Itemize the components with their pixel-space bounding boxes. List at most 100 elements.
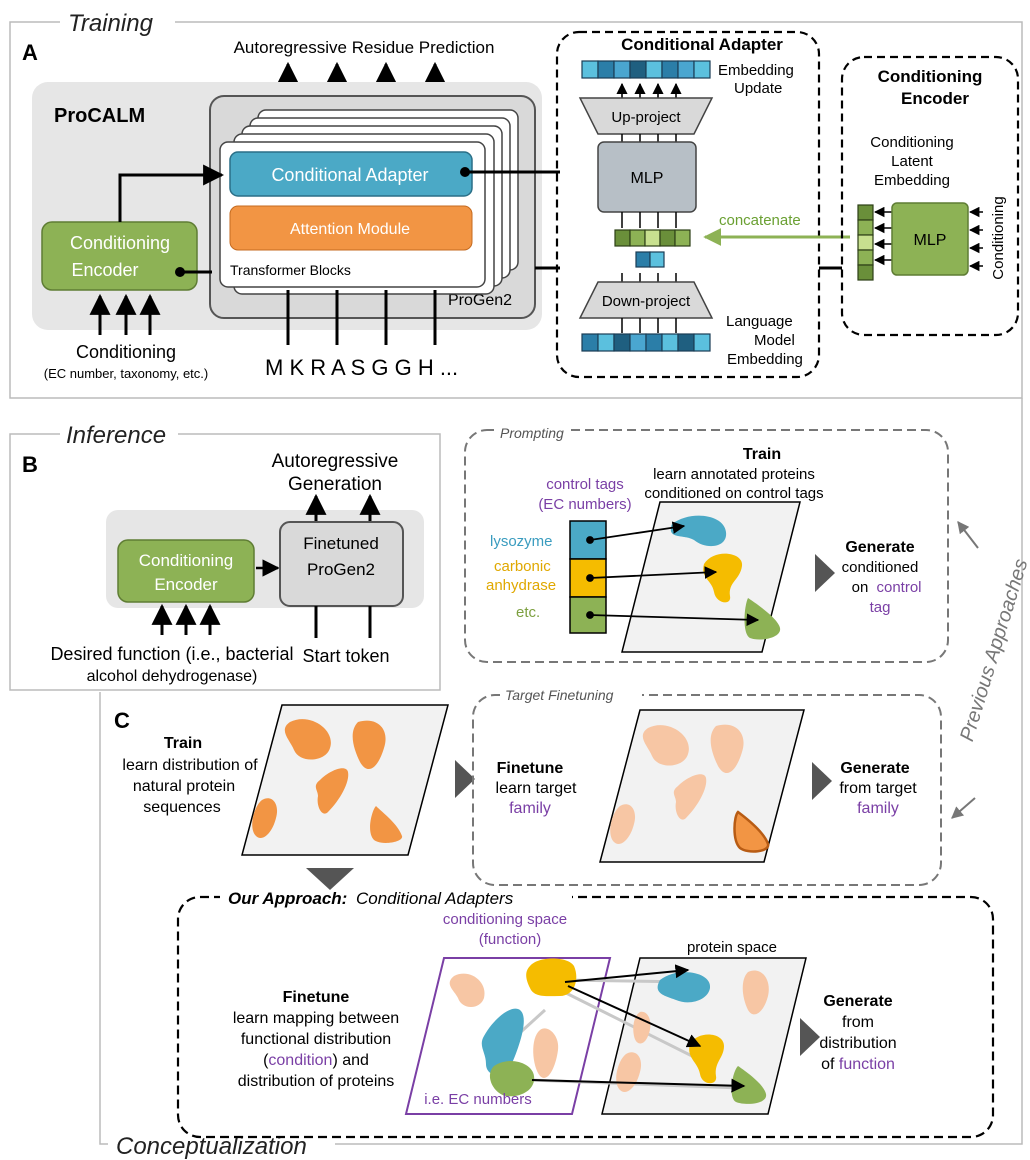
b-finetuned-l2: ProGen2 — [307, 560, 375, 579]
b-cond-encoder-l2: Encoder — [154, 575, 218, 594]
mlp-arrows — [621, 134, 677, 142]
our-approach-rest: Conditional Adapters — [356, 889, 514, 908]
prompting-train: Train — [743, 446, 781, 463]
residue-prediction-title: Autoregressive Residue Prediction — [234, 38, 495, 57]
c-finetune: Finetune — [497, 760, 564, 777]
c-gen-2: family — [857, 800, 899, 817]
target-highlight-blob — [733, 810, 770, 853]
inference-label: Inference — [66, 422, 166, 449]
encoder-detail-title-1: Conditioning — [878, 67, 983, 86]
latent-label-1: Conditioning — [870, 134, 953, 151]
panel-a-letter: A — [22, 40, 38, 65]
b-gen-2: Generation — [288, 474, 382, 495]
transformer-blocks-label: Transformer Blocks — [230, 262, 351, 278]
conditioning-input-arrows-a — [89, 293, 161, 335]
attention-module-box — [229, 205, 473, 251]
prompting-gen-3: control — [876, 579, 921, 596]
oa-ft-3-open: ( — [263, 1052, 269, 1069]
oa-gen-2: distribution — [819, 1035, 896, 1052]
prompt-tag-arrows — [586, 521, 760, 626]
prompting-box — [464, 429, 949, 663]
training-frame: Training — [9, 10, 1023, 399]
input-sequence: M K R A S G G H ... — [265, 355, 458, 380]
embedding-update-l1: Embedding — [718, 62, 794, 79]
embedding-update-l2: Update — [734, 80, 782, 97]
b-start-token: Start token — [302, 646, 389, 666]
ec-numbers-label: i.e. EC numbers — [424, 1091, 532, 1108]
c-train: Train — [164, 735, 202, 752]
oa-arrow-right — [800, 1018, 820, 1056]
latent-embedding-bar — [857, 204, 874, 281]
adapter-detail-title: Conditional Adapter — [621, 35, 783, 54]
up-project-shape — [578, 97, 714, 135]
oa-ft-1: learn mapping between — [233, 1010, 399, 1027]
cond-space-light-blobs — [449, 973, 559, 1078]
b-gen-1: Autoregressive — [272, 451, 399, 472]
b-conditioning-encoder — [117, 539, 255, 603]
control-tags-l1: control tags — [546, 476, 624, 493]
carbonic-l1: carbonic — [494, 558, 551, 575]
cond-space-l2: (function) — [479, 931, 542, 948]
encoder-detail-box — [840, 55, 1020, 337]
down-project-label: Down-project — [602, 293, 691, 310]
c-train-2: natural protein — [133, 778, 235, 795]
cond-blob-blue — [481, 1008, 524, 1076]
previous-approaches-label: Previous Approaches — [956, 556, 1030, 744]
control-tags-l2: (EC numbers) — [538, 496, 631, 513]
panel-b-letter: B — [22, 452, 38, 477]
cond-encoder-a-l2: Encoder — [71, 260, 138, 280]
adapter-mlp-box — [597, 141, 697, 213]
procalm-label: ProCALM — [54, 105, 145, 127]
b-finetuned-progen2 — [279, 521, 404, 607]
concat-embedding-bar — [614, 229, 691, 247]
oa-gen-3-of: of — [821, 1056, 835, 1073]
conditioning-sub-a: (EC number, taxonomy, etc.) — [44, 366, 209, 381]
training-label: Training — [68, 10, 154, 37]
upproject-arrows — [616, 82, 682, 98]
carbonic-l2: anhydrase — [486, 577, 556, 594]
cond-blob-yellow — [526, 958, 577, 997]
c-arrow-down — [306, 868, 354, 890]
oa-ft-4: distribution of proteins — [238, 1073, 395, 1090]
prompting-train-d1: learn annotated proteins — [653, 466, 815, 483]
oa-gen-3: of function — [821, 1056, 895, 1073]
prompting-title: Prompting — [500, 425, 564, 441]
small-blue-bar — [635, 251, 665, 268]
conditioning-label-a: Conditioning — [76, 342, 176, 362]
cond-blob-green — [489, 1061, 535, 1097]
encoder-detail-title-2: Encoder — [901, 89, 969, 108]
prompting-train-d2: conditioned on control tags — [644, 485, 823, 502]
cond-space-l1: conditioning space — [443, 911, 567, 928]
c-arrow-right-1 — [455, 760, 475, 798]
c-ft-2: family — [509, 800, 551, 817]
concatenate-label: concatenate — [719, 212, 801, 229]
prompting-generate: Generate — [845, 539, 914, 556]
oa-gen-3-function: function — [839, 1056, 895, 1073]
oa-finetune: Finetune — [283, 989, 350, 1006]
c-train-1: learn distribution of — [122, 757, 258, 774]
oa-mapping-arrows — [531, 964, 746, 1093]
up-project-label: Up-project — [611, 109, 681, 126]
attention-module-label: Attention Module — [290, 221, 410, 238]
conditional-adapter-box — [229, 151, 473, 197]
protein-space-label: protein space — [687, 939, 777, 956]
oa-gen-1: from — [842, 1014, 874, 1031]
lm-embedding-l2: Model — [754, 332, 795, 349]
oa-generate: Generate — [823, 993, 892, 1010]
prompting-gen-1: conditioned — [842, 559, 919, 576]
sequence-input-lines — [286, 290, 437, 345]
prompting-gen-2: on — [852, 579, 869, 596]
lm-embedding-bar — [581, 333, 711, 352]
natural-protein-blobs — [252, 719, 403, 843]
encoder-mlp-label: MLP — [914, 232, 947, 249]
c-gen-1: from target — [839, 780, 917, 797]
progen2-label: ProGen2 — [448, 292, 512, 309]
target-finetuning-box — [472, 694, 942, 886]
prompt-blob-yellow — [703, 553, 743, 603]
panel-c-letter: C — [114, 708, 130, 733]
adapter-mlp-label: MLP — [631, 170, 664, 187]
oa-ft-3-word: condition — [268, 1052, 332, 1069]
lm-embedding-l3: Embedding — [727, 351, 803, 368]
oa-ft-3-close: ) and — [332, 1052, 368, 1069]
oa-ft-3: (condition) and — [263, 1052, 369, 1069]
